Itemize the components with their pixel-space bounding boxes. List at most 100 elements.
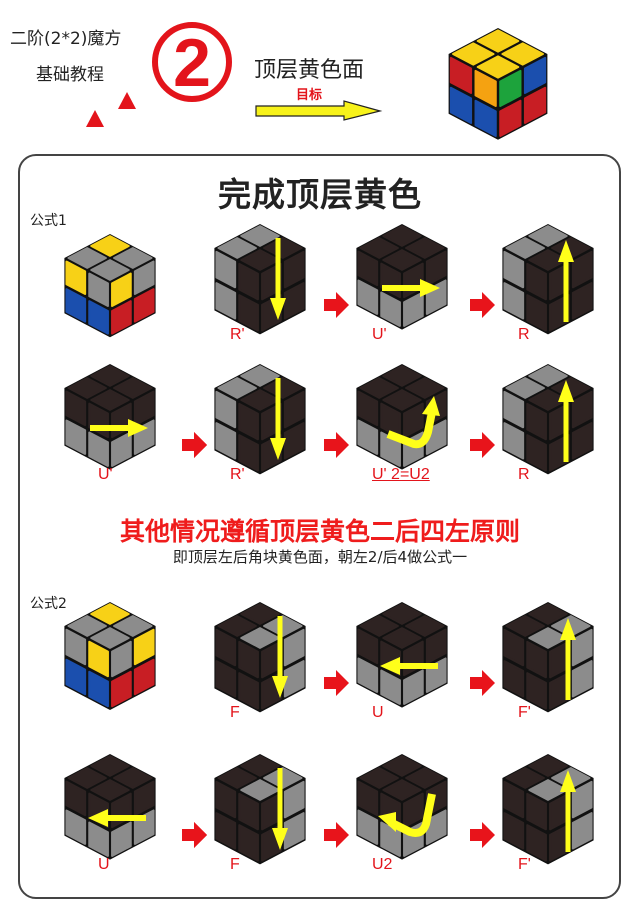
instruction-panel	[18, 154, 621, 899]
top-sticker	[501, 42, 544, 66]
move-notation: F	[230, 704, 240, 721]
top-sticker	[240, 389, 280, 411]
right-sticker	[283, 422, 305, 460]
formula2-step-2-cube	[356, 602, 448, 708]
next-step-arrow-icon	[470, 670, 495, 696]
left-sticker	[503, 628, 525, 667]
left-sticker	[215, 780, 237, 819]
left-sticker	[474, 99, 497, 137]
formula2-step-3-cube	[502, 602, 594, 713]
right-arrow-icon	[90, 419, 148, 437]
top-sticker	[382, 755, 422, 777]
u-turn-left-arrow-icon	[378, 793, 436, 837]
formula1-step-6-cube	[356, 364, 448, 470]
rule-explanation: 即顶层左后角块黄色面，朝左2/后4做公式一	[172, 548, 468, 566]
top-sticker	[405, 767, 445, 789]
left-sticker	[215, 282, 237, 320]
left-sticker	[215, 660, 237, 698]
right-sticker	[133, 658, 155, 696]
formula2-step-7-cube	[502, 754, 594, 865]
down-arrow-icon	[270, 238, 286, 320]
left-sticker	[88, 431, 109, 467]
top-sticker	[90, 389, 130, 411]
step-number: 2	[173, 25, 211, 101]
top-sticker	[67, 247, 107, 269]
top-sticker	[113, 615, 153, 637]
formula2-label: 公式2	[30, 596, 67, 612]
formula1-reference-cube	[64, 234, 156, 338]
top-sticker	[113, 377, 153, 399]
top-sticker	[90, 603, 130, 625]
move-notation: U	[98, 856, 110, 873]
top-sticker	[359, 767, 399, 789]
move-notation: U'	[372, 326, 387, 343]
top-sticker	[452, 42, 495, 66]
left-sticker	[503, 660, 525, 698]
move-notation: R	[518, 326, 530, 343]
top-sticker	[240, 603, 280, 625]
left-sticker	[215, 390, 237, 429]
left-sticker	[380, 291, 401, 327]
left-sticker	[215, 422, 237, 460]
left-sticker	[238, 824, 259, 862]
formula2-step-4-cube	[64, 754, 156, 860]
left-sticker	[238, 792, 259, 831]
top-sticker	[263, 767, 303, 789]
left-sticker	[65, 780, 87, 817]
right-sticker	[283, 812, 305, 850]
goal-title: 顶层黄色面	[254, 58, 365, 83]
move-notation: R	[518, 466, 530, 483]
left-sticker	[238, 672, 259, 710]
right-sticker	[425, 809, 447, 845]
down-arrow-icon	[272, 616, 288, 698]
next-step-arrow-icon	[324, 432, 349, 458]
top-sticker	[240, 779, 280, 801]
top-sticker	[217, 377, 257, 399]
move-notation: F'	[518, 704, 531, 721]
next-step-arrow-icon	[470, 292, 495, 318]
top-sticker	[405, 615, 445, 637]
formula1-step-1-cube	[214, 224, 306, 335]
right-sticker	[571, 422, 593, 460]
left-sticker	[526, 402, 547, 441]
top-sticker	[382, 365, 422, 387]
top-sticker	[405, 237, 445, 259]
top-sticker	[528, 225, 568, 247]
top-sticker	[90, 755, 130, 777]
left-sticker	[238, 294, 259, 332]
down-arrow-icon	[272, 768, 288, 850]
top-sticker	[359, 615, 399, 637]
left-sticker	[357, 657, 379, 693]
left-arrow-icon	[88, 809, 146, 827]
top-sticker	[405, 377, 445, 399]
formula2-reference-cube	[64, 602, 156, 710]
move-notation: U' 2=U2	[372, 466, 430, 483]
left-sticker	[503, 390, 525, 429]
left-sticker	[357, 780, 379, 817]
left-sticker	[357, 390, 379, 427]
top-sticker	[382, 779, 422, 801]
top-sticker	[476, 55, 520, 79]
left-sticker	[88, 821, 109, 857]
goal-cube	[448, 28, 548, 140]
formula1-step-4-cube	[64, 364, 156, 470]
top-sticker	[113, 767, 153, 789]
top-sticker	[240, 225, 280, 247]
top-sticker	[528, 365, 568, 387]
left-sticker	[88, 640, 109, 678]
left-sticker	[503, 282, 525, 320]
top-sticker	[528, 755, 568, 777]
right-sticker	[403, 669, 424, 705]
main-title: 完成顶层黄色	[218, 175, 422, 214]
top-sticker	[382, 389, 422, 411]
right-sticker	[425, 250, 447, 287]
left-sticker	[65, 658, 87, 696]
left-sticker	[238, 262, 259, 301]
left-sticker	[65, 628, 87, 666]
left-sticker	[357, 279, 379, 315]
move-notation: U'	[98, 466, 113, 483]
top-sticker	[263, 377, 303, 399]
formula1-label: 公式1	[30, 213, 67, 229]
top-sticker	[90, 235, 130, 257]
right-sticker	[571, 250, 593, 289]
